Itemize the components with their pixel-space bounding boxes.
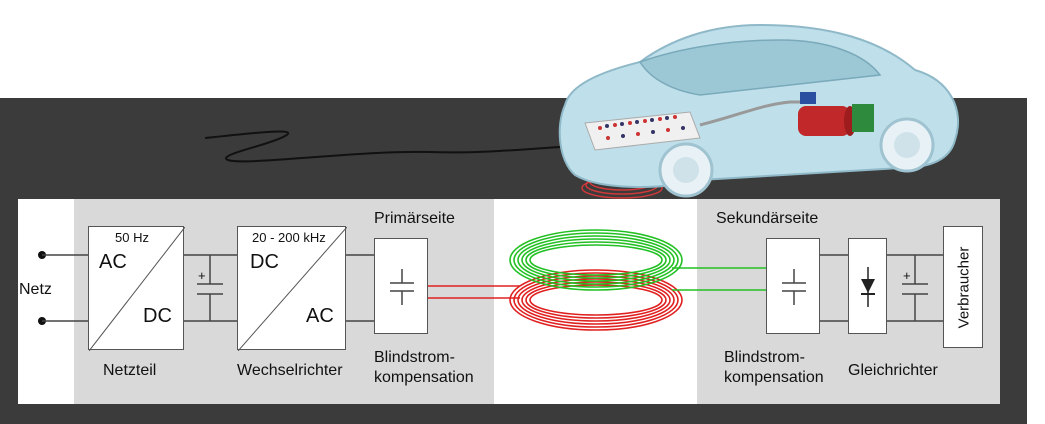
primary-side-heading: Primärseite [374, 210, 455, 227]
charging-cable [204, 130, 576, 163]
electric-car-illustration [558, 23, 960, 199]
netzteil-caption: Netzteil [103, 362, 157, 379]
secondary-compensation-caption: Blindstrom- kompensation [724, 349, 824, 386]
load-label: Verbraucher [955, 246, 973, 329]
mains-label: Netz [19, 281, 52, 298]
capacitor-symbol [390, 269, 414, 305]
secondary-side-heading: Sekundärseite [716, 210, 819, 227]
secondary-coil [509, 229, 766, 291]
diode-icon [861, 267, 875, 307]
load-box: Verbraucher [943, 226, 983, 348]
wechselrichter-output: AC [306, 305, 334, 327]
wechselrichter-frequency: 20 - 200 kHz [252, 230, 326, 245]
primary-compensation-caption: Blindstrom- kompensation [374, 349, 474, 386]
gearbox [852, 104, 874, 132]
diagonal-divider [89, 227, 185, 351]
capacitor-plus-sign: + [903, 268, 911, 283]
diagonal-divider [238, 227, 347, 351]
wechselrichter-caption: Wechselrichter [237, 362, 343, 379]
netzteil-frequency: 50 Hz [115, 230, 149, 245]
rectifier-caption: Gleichrichter [848, 362, 938, 379]
netzteil-output: DC [143, 305, 172, 327]
primary-compensation-box [374, 238, 428, 334]
wechselrichter-input: DC [250, 251, 279, 273]
battery-pack [584, 111, 701, 151]
capacitor-symbol [782, 269, 806, 305]
rectifier-box [848, 238, 887, 334]
primary-coil [428, 269, 683, 331]
netzteil-box: 50 Hz AC DC [88, 226, 185, 351]
wechselrichter-box: 20 - 200 kHz DC AC [237, 226, 347, 351]
capacitor-plus-sign: + [198, 268, 206, 283]
netzteil-input: AC [99, 251, 127, 273]
inverter-block [800, 92, 816, 104]
secondary-compensation-box [766, 238, 820, 334]
motor [798, 106, 850, 136]
